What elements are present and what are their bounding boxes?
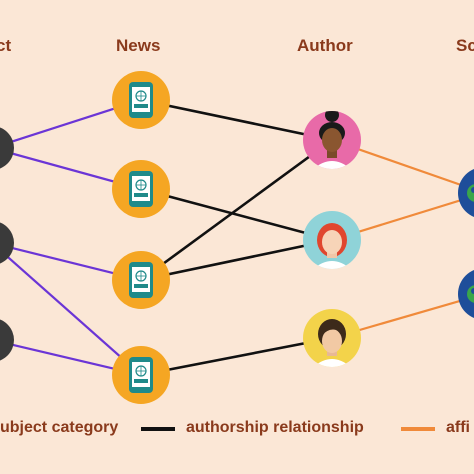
authorship-edge-1: [140, 98, 333, 142]
legend-authorship-line: [141, 427, 175, 431]
newspaper-phone-icon: [129, 171, 153, 207]
authorship-edge-5: [140, 336, 333, 377]
column-header-source: Sc: [456, 36, 474, 55]
news-node-4[interactable]: [112, 346, 170, 404]
authorship-edge-2: [140, 187, 333, 242]
subject-category-edges: [0, 98, 142, 377]
globe-icon: [467, 184, 474, 202]
column-header-subject: ct: [0, 36, 12, 55]
source-node-2[interactable]: [458, 268, 474, 320]
newspaper-phone-icon: [129, 357, 153, 393]
person-avatar-icon: [310, 111, 354, 169]
authorship-edges: [140, 98, 333, 377]
news-node-1[interactable]: [112, 71, 170, 129]
news-node-2[interactable]: [112, 160, 170, 218]
legend-subject-label: ubject category: [0, 419, 119, 436]
subject-node-3[interactable]: [0, 318, 14, 362]
newspaper-phone-icon: [129, 262, 153, 298]
legend-affiliation-label: affi: [446, 419, 470, 436]
subject-node-2[interactable]: [0, 221, 14, 265]
subject-category-edge-4: [0, 248, 142, 376]
author-node-3[interactable]: [303, 309, 361, 370]
legend-affiliation-line: [401, 427, 435, 431]
author-node-2[interactable]: [303, 211, 361, 272]
column-header-news: News: [116, 36, 161, 55]
person-avatar-icon: [310, 319, 354, 367]
author-node-1[interactable]: [303, 108, 361, 172]
person-avatar-icon: [310, 223, 354, 269]
authorship-edge-4: [140, 238, 333, 282]
newspaper-phone-icon: [129, 82, 153, 118]
legend-authorship-label: authorship relationship: [186, 419, 364, 436]
globe-icon: [467, 285, 474, 303]
source-node-1[interactable]: [458, 167, 474, 219]
column-header-author: Author: [297, 36, 353, 55]
news-node-3[interactable]: [112, 251, 170, 309]
authorship-edge-3: [140, 138, 333, 282]
subject-node-1[interactable]: [0, 126, 14, 170]
